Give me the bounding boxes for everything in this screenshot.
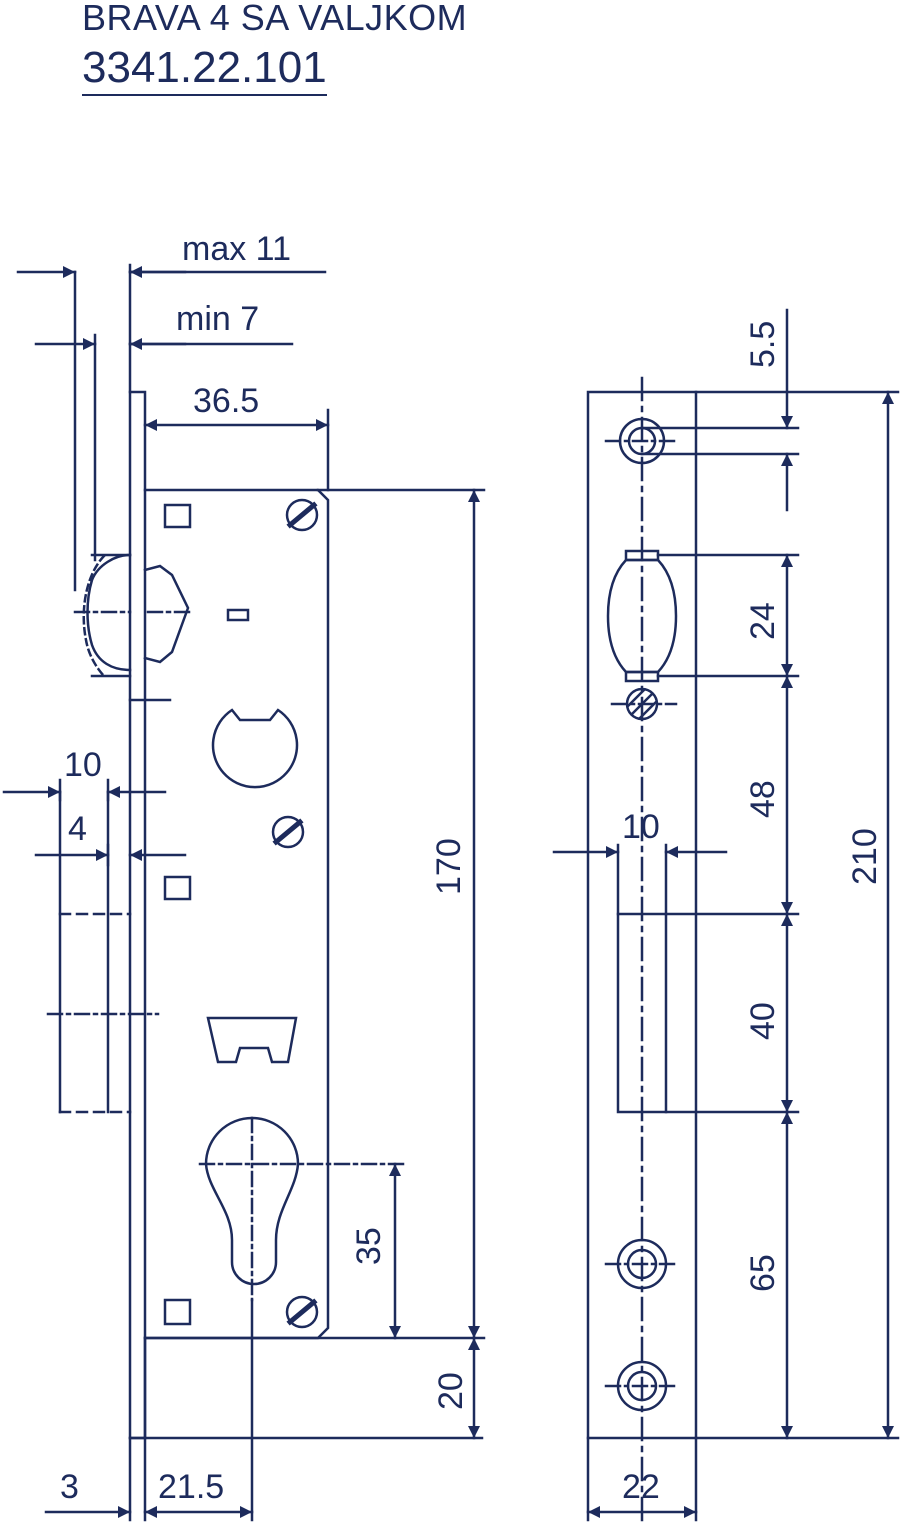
- dim-21-5: 21.5: [158, 1468, 224, 1506]
- screw: [285, 498, 319, 532]
- dim-210: 210: [846, 828, 884, 885]
- follower-hole: [211, 708, 299, 789]
- side-view-dimensions: [2, 266, 480, 1518]
- dim-5-5: 5.5: [744, 321, 782, 368]
- dim-3: 3: [60, 1468, 79, 1506]
- dim-10-right: 10: [622, 808, 660, 846]
- dimension-labels: max 11 min 7 36.5 10 4 170 35 20 3 21.5 …: [60, 230, 884, 1506]
- dim-65: 65: [744, 1254, 782, 1292]
- screw: [285, 1295, 319, 1329]
- dim-min-7: min 7: [176, 300, 259, 338]
- drawing-title: BRAVA 4 SA VALJKOM: [82, 0, 468, 38]
- side-view: [46, 263, 486, 1522]
- latch-lever: [143, 564, 190, 664]
- square-hole: [163, 503, 192, 529]
- title-block: BRAVA 4 SA VALJKOM 3341.22.101: [82, 0, 467, 96]
- part-number: 3341.22.101: [82, 44, 327, 96]
- dim-10-left: 10: [64, 746, 102, 784]
- dim-4: 4: [68, 810, 87, 848]
- square-hole: [163, 875, 192, 901]
- small-slot: [226, 608, 250, 622]
- dim-24: 24: [744, 602, 782, 640]
- dim-48: 48: [744, 780, 782, 818]
- dim-22: 22: [622, 1468, 660, 1506]
- front-view: [586, 376, 900, 1522]
- dim-36-5: 36.5: [193, 382, 259, 420]
- dim-170: 170: [430, 838, 468, 895]
- dim-40: 40: [744, 1002, 782, 1040]
- dim-max-11: max 11: [182, 230, 291, 268]
- square-hole: [163, 1298, 192, 1326]
- bolt-pocket: [206, 1016, 298, 1064]
- lock-body: [143, 488, 330, 1340]
- faceplate: [128, 390, 147, 1440]
- screw: [271, 815, 305, 849]
- cylinder-cutout: [204, 1116, 300, 1286]
- bolt-front: [616, 912, 668, 1114]
- dim-20: 20: [432, 1372, 470, 1410]
- front-view-dimensions: [552, 308, 894, 1518]
- dim-35: 35: [350, 1227, 388, 1265]
